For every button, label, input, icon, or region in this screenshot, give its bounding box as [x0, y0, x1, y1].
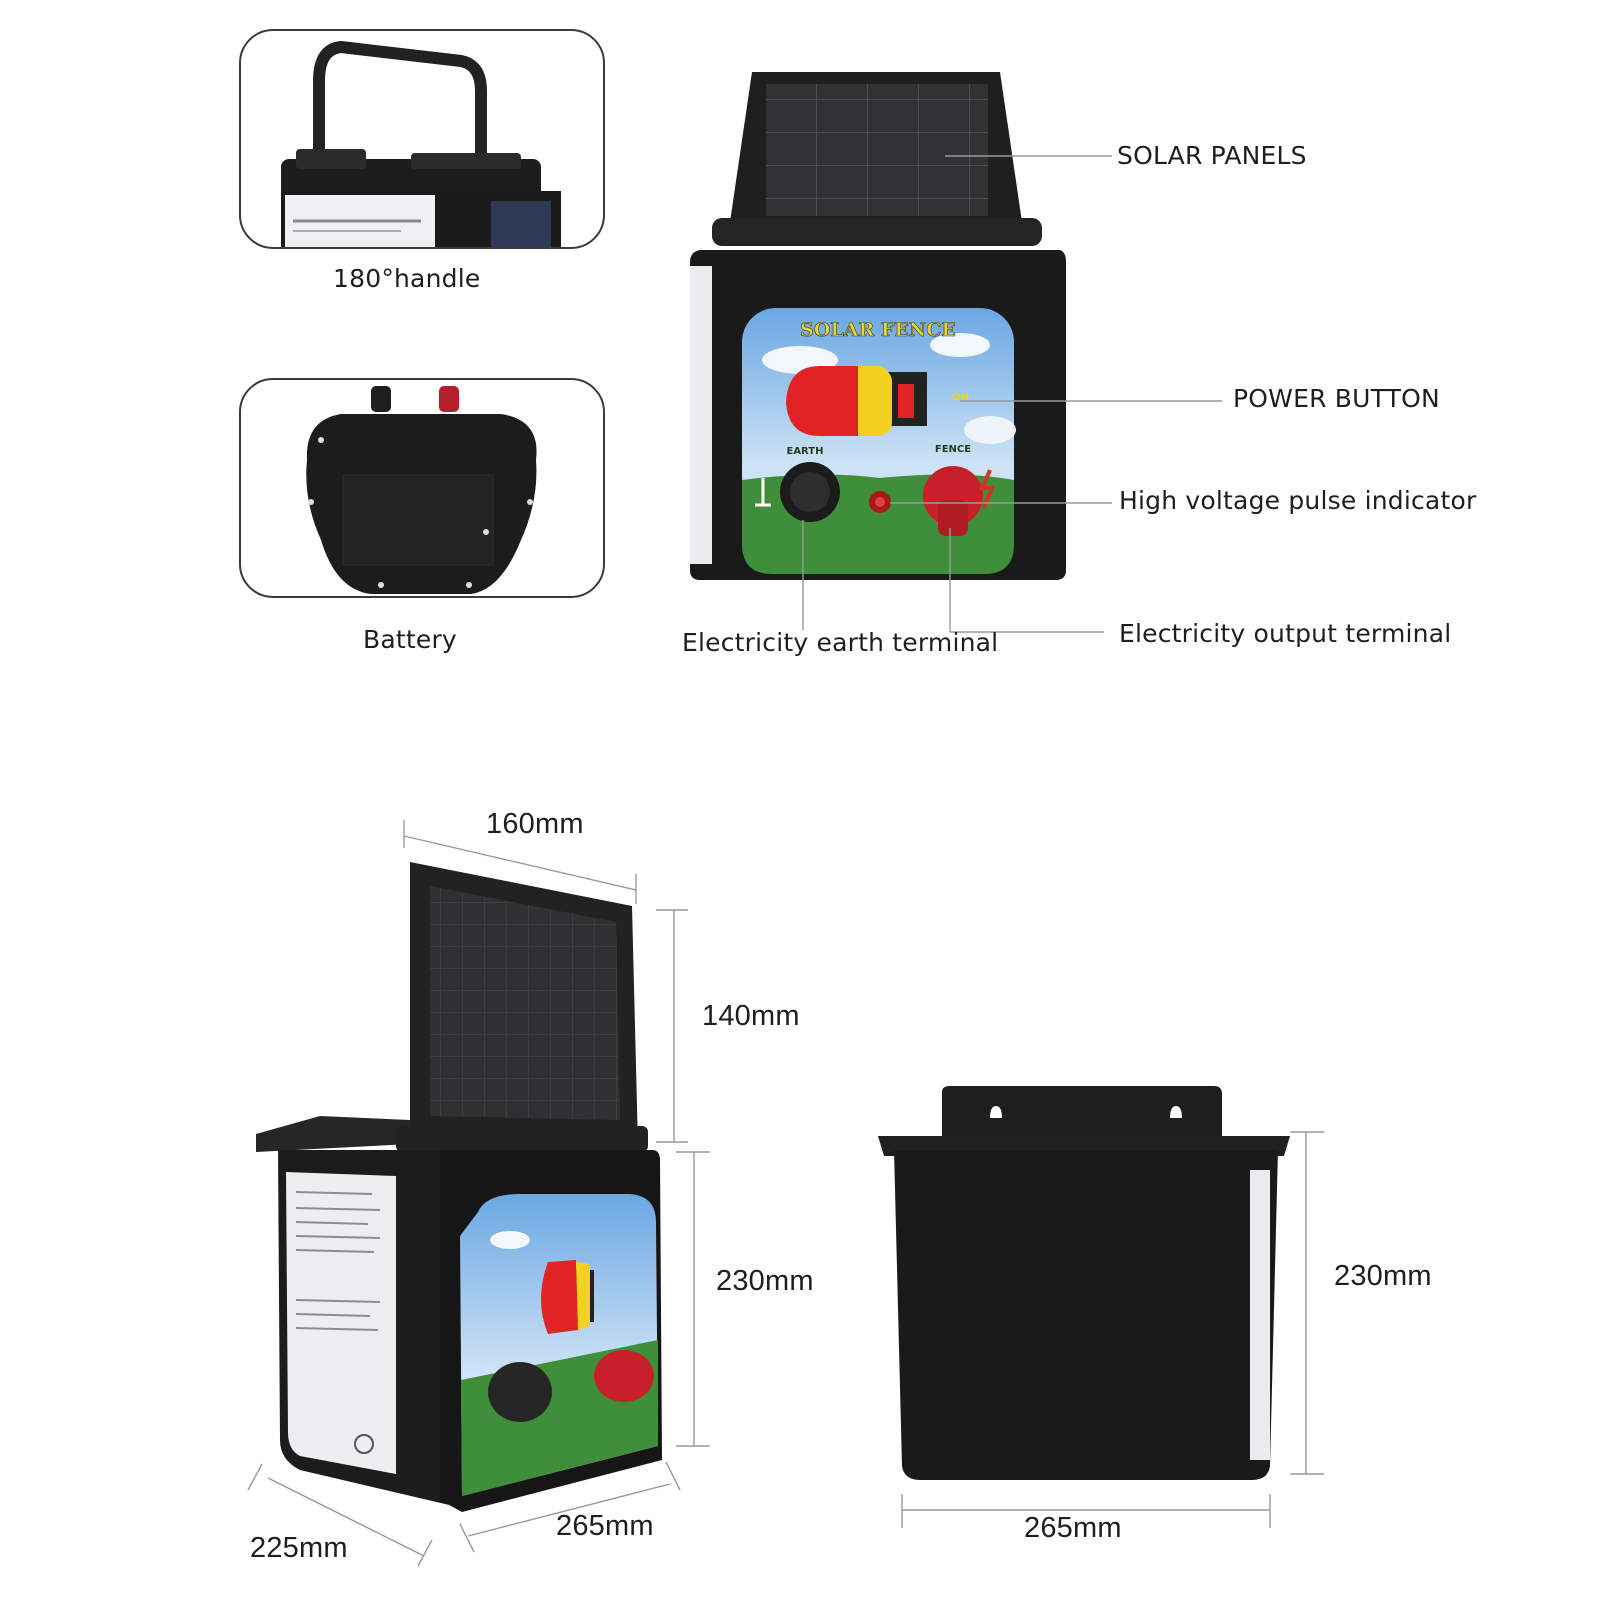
- width-right-dimension: 265mm: [1024, 1512, 1122, 1544]
- panel-title: SOLAR FENCE: [800, 319, 956, 341]
- mounting-bracket: [942, 1086, 1222, 1146]
- depth-dimension: 225mm: [250, 1532, 348, 1564]
- solar-panel: [766, 84, 988, 216]
- front-view-device: [690, 72, 1066, 580]
- callout-lines: [802, 155, 1222, 633]
- dimension-lines-right: [901, 1131, 1324, 1528]
- back-body: [894, 1150, 1278, 1480]
- panel-width-dimension: 160mm: [486, 808, 584, 840]
- body-height-left-dimension: 230mm: [716, 1265, 814, 1297]
- solar-panels-callout: SOLAR PANELS: [1117, 141, 1307, 170]
- body-height-right-dimension: 230mm: [1334, 1260, 1432, 1292]
- perspective-view-device: [256, 862, 662, 1512]
- back-view-device: [878, 1086, 1290, 1480]
- raised-solar-panel: [430, 886, 620, 1120]
- earth-terminal-callout: Electricity earth terminal: [682, 628, 999, 657]
- earth-label: EARTH: [786, 446, 823, 457]
- handle-illustration: [281, 41, 561, 247]
- handle-caption: 180°handle: [333, 264, 481, 293]
- pulse-indicator-callout: High voltage pulse indicator: [1119, 486, 1477, 515]
- battery-caption: Battery: [363, 625, 457, 654]
- width-left-dimension: 265mm: [556, 1510, 654, 1542]
- switch-label: ON: [952, 392, 969, 403]
- output-terminal-callout: Electricity output terminal: [1119, 619, 1452, 648]
- side-label-sticker: [286, 1172, 396, 1474]
- power-button-callout: POWER BUTTON: [1233, 384, 1440, 413]
- fence-label: FENCE: [935, 444, 971, 455]
- battery-illustration: [306, 386, 537, 594]
- battery-thumbnail: [239, 378, 605, 598]
- dimension-lines-left: [247, 820, 710, 1567]
- handle-thumbnail: [239, 29, 605, 249]
- panel-height-dimension: 140mm: [702, 1000, 800, 1032]
- power-switch: [786, 366, 858, 436]
